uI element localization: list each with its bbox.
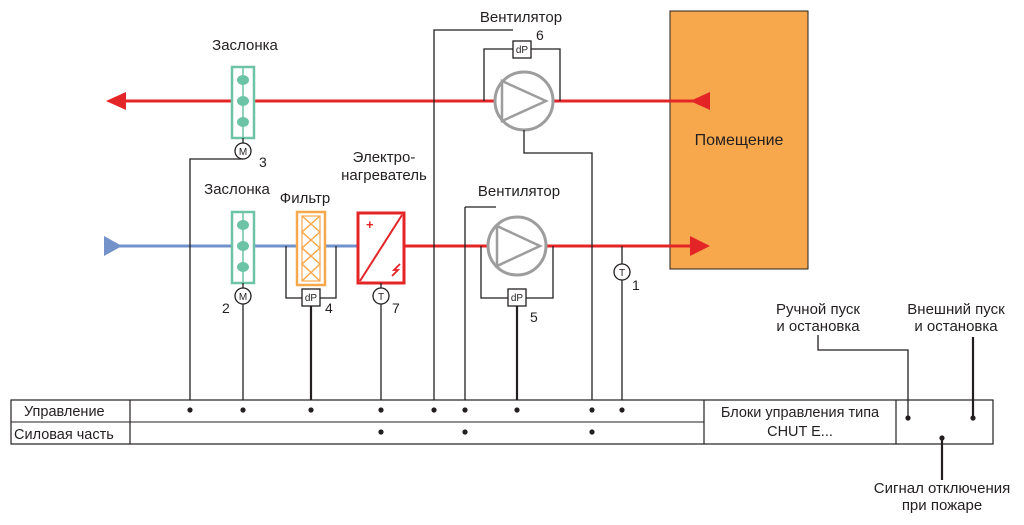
heater-label-line2: нагреватель	[341, 167, 427, 184]
fan-middle: dP	[480, 215, 554, 307]
heater-temp-symbol: T	[378, 292, 384, 303]
fan-top: dP	[483, 40, 561, 132]
damper-top: M	[230, 65, 256, 160]
fan-middle-number: 5	[530, 309, 538, 325]
electric-heater: + T	[356, 211, 406, 305]
control-wiring	[189, 29, 623, 432]
supply-temp-symbol: T	[619, 268, 625, 279]
supply-outlet-arrow	[690, 236, 710, 256]
fan-top-dp-symbol: dP	[516, 45, 529, 56]
filter-label: Фильтр	[280, 190, 330, 207]
control-table	[10, 399, 994, 445]
damper-bottom-label: Заслонка	[204, 181, 270, 198]
table-row-control: Управление	[24, 404, 105, 420]
exhaust-outlet-arrow	[106, 92, 126, 110]
external-start-line2: и остановка	[914, 318, 998, 335]
filter: dP	[285, 210, 337, 307]
damper-top-motor-symbol: M	[239, 147, 247, 158]
fire-signal-line2: при пожаре	[902, 497, 982, 514]
fire-signal-line1: Сигнал отключения	[874, 480, 1010, 497]
exhaust-air-line	[106, 92, 710, 110]
table-units-line2: CHUT E...	[767, 424, 833, 440]
fan-top-dp-sensor	[512, 40, 532, 59]
supply-temp-sensor: T	[613, 246, 631, 281]
filter-number: 4	[325, 300, 333, 316]
fan-middle-label: Вентилятор	[478, 183, 560, 200]
heater-label-line1: Электро-	[353, 149, 416, 166]
supply-air-line	[104, 236, 710, 256]
heater-number: 7	[392, 300, 400, 316]
table-row-power: Силовая часть	[14, 427, 114, 443]
manual-start-line1: Ручной пуск	[776, 301, 860, 318]
exhaust-intake-arrow	[690, 92, 710, 110]
room-label: Помещение	[695, 132, 784, 149]
damper-top-label: Заслонка	[212, 37, 278, 54]
manual-start-line2: и остановка	[776, 318, 860, 335]
table-units-line1: Блоки управления типа	[721, 405, 880, 421]
fan-middle-dp-symbol: dP	[511, 293, 524, 304]
room-box	[669, 10, 809, 270]
fan-top-label: Вентилятор	[480, 9, 562, 26]
supply-temp-number: 1	[632, 277, 640, 293]
svg-text:+: +	[366, 217, 374, 232]
external-signal-wiring	[817, 335, 975, 480]
damper-bottom-motor-symbol: M	[239, 292, 247, 303]
external-start-line1: Внешний пуск	[907, 301, 1005, 318]
fan-top-number: 6	[536, 27, 544, 43]
damper-bottom-number: 2	[222, 300, 230, 316]
damper-top-number: 3	[259, 154, 267, 170]
supply-inlet-arrow	[104, 236, 122, 256]
filter-dp-symbol: dP	[305, 293, 318, 304]
damper-bottom: M	[230, 210, 256, 305]
